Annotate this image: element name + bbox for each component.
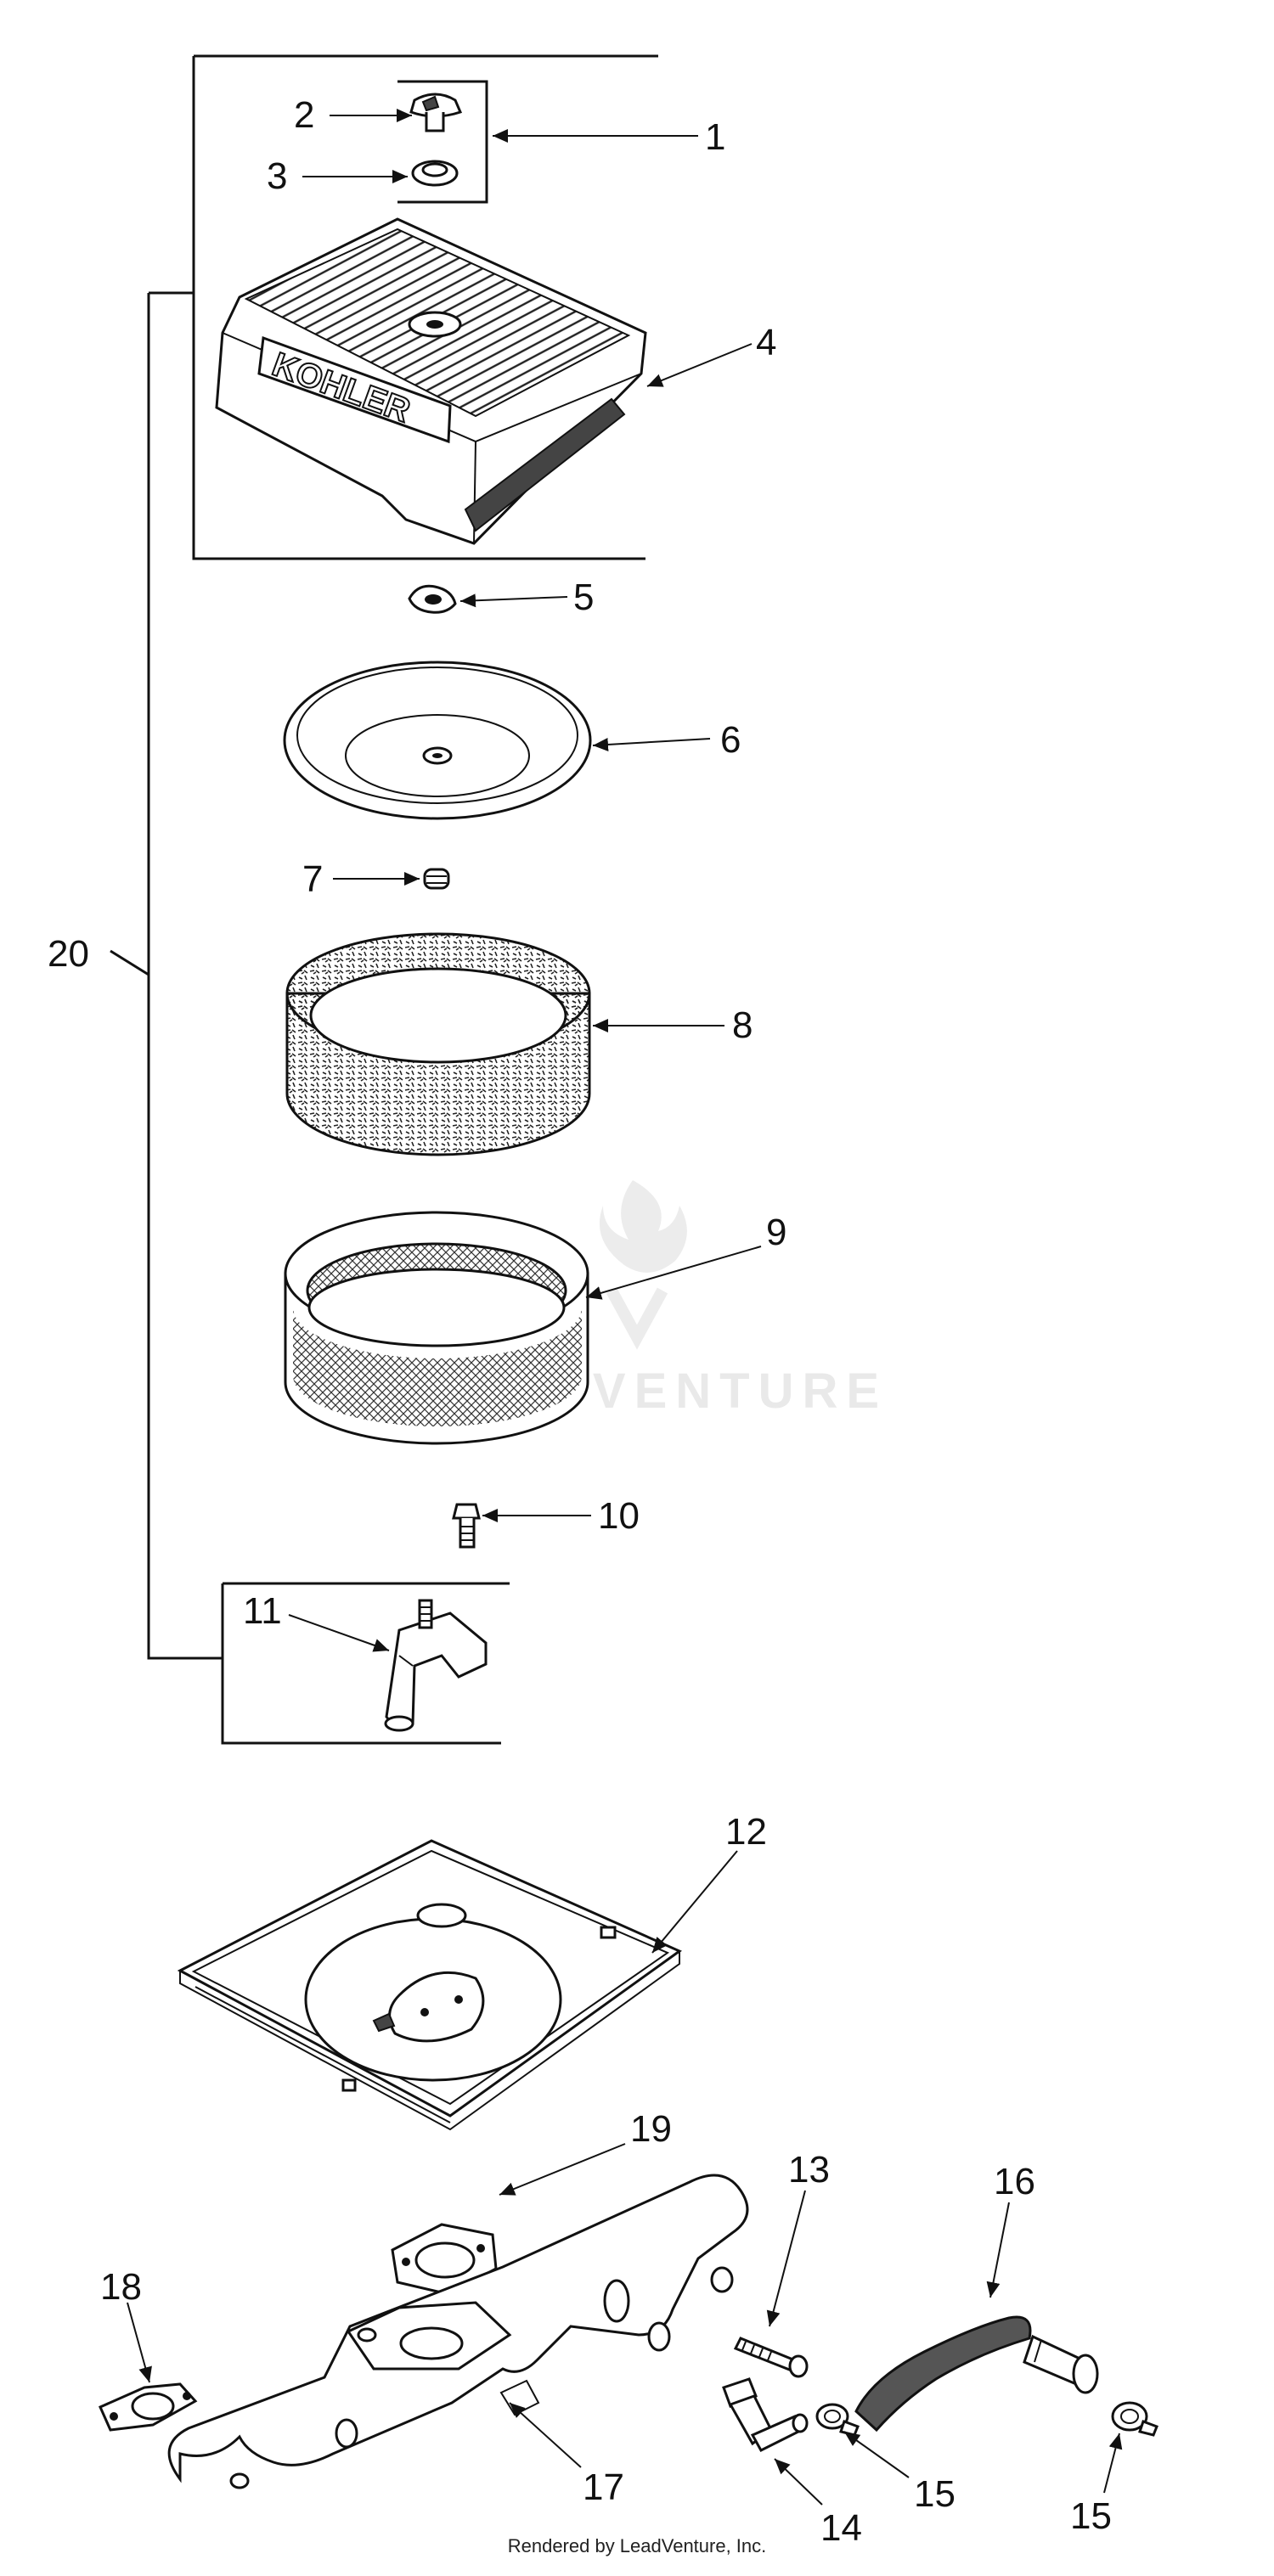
- callout-2: 2: [294, 94, 314, 136]
- breather-bolt: [733, 2337, 809, 2378]
- wing-knob: [409, 93, 463, 132]
- callout-19: 19: [630, 2108, 672, 2150]
- mounting-bracket: [384, 1599, 488, 1732]
- callout-10: 10: [598, 1495, 640, 1537]
- breather-hose: [854, 2315, 1099, 2433]
- precleaner-foam: [285, 932, 591, 1156]
- grommet: [411, 160, 459, 187]
- air-cleaner-cover: KOHLER: [215, 217, 647, 545]
- assembly-1-bracket: [397, 80, 488, 204]
- bolt: [452, 1503, 481, 1549]
- render-credit: Rendered by LeadVenture, Inc.: [507, 2535, 767, 2556]
- gasket: [391, 2223, 498, 2296]
- callout-13: 13: [788, 2149, 830, 2191]
- callout-3: 3: [267, 155, 287, 197]
- air-cleaner-base: [177, 1839, 682, 2131]
- callout-4: 4: [756, 322, 776, 363]
- callout-numbers: 2 3 1 4 5 6 7 8 9 10 11 20 12 19 13 16 1…: [48, 94, 1112, 2549]
- leader-lines: [127, 109, 1123, 2506]
- callout-14: 14: [820, 2507, 862, 2549]
- callout-1: 1: [705, 116, 725, 158]
- hose-clamp-right: [1111, 2401, 1158, 2437]
- callout-6: 6: [720, 719, 741, 761]
- callout-16: 16: [994, 2161, 1035, 2202]
- filter-cover-plate: [283, 661, 592, 820]
- callout-15-left: 15: [914, 2473, 956, 2515]
- callout-15-right: 15: [1070, 2495, 1112, 2537]
- seal-nut: [423, 868, 450, 890]
- callout-5: 5: [573, 577, 594, 618]
- callout-12: 12: [725, 1811, 767, 1853]
- intake-elbow: [167, 2174, 749, 2489]
- callout-17: 17: [583, 2466, 624, 2508]
- hose-clamp-left: [815, 2403, 860, 2437]
- paper-filter-element: [284, 1211, 589, 1445]
- elbow-gasket: [99, 2382, 198, 2432]
- breather-fitting: [722, 2377, 809, 2452]
- callout-11: 11: [243, 1590, 282, 1632]
- wing-nut: [408, 584, 457, 614]
- callout-18: 18: [100, 2266, 142, 2308]
- callout-9: 9: [766, 1212, 786, 1253]
- callout-7: 7: [302, 858, 323, 900]
- callout-20: 20: [48, 933, 89, 975]
- assembly-20-bracket: [110, 54, 658, 1745]
- callout-8: 8: [732, 1004, 753, 1046]
